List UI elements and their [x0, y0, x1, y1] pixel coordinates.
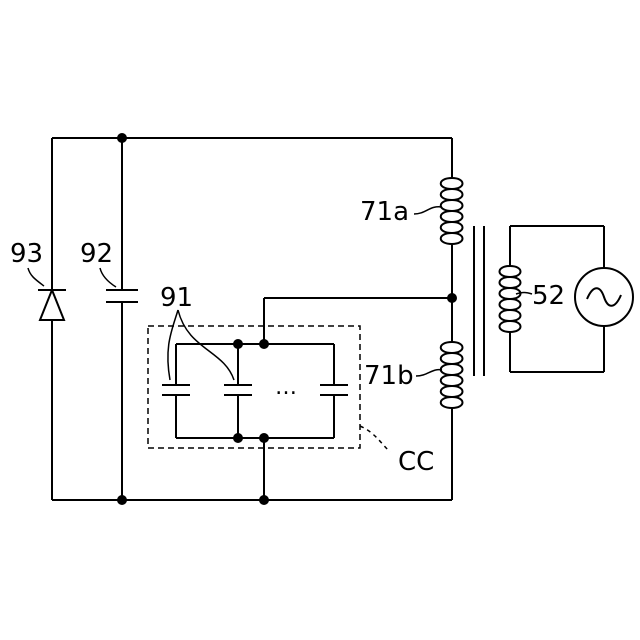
label-91: 91	[160, 283, 193, 313]
label-71a: 71a	[360, 197, 409, 227]
coil-71b	[441, 342, 463, 408]
transformer-core	[474, 226, 484, 376]
ac-source-icon	[575, 268, 633, 326]
bank-ellipsis: …	[275, 375, 297, 400]
diode-93	[38, 290, 66, 320]
bank-capacitor-1	[162, 344, 190, 438]
label-92: 92	[80, 239, 113, 269]
wiring	[52, 138, 452, 500]
coil-71a	[441, 178, 463, 244]
label-71b: 71b	[364, 361, 414, 391]
bank-capacitor-2	[224, 344, 252, 438]
bank-capacitor-n	[320, 344, 348, 438]
label-93: 93	[10, 239, 43, 269]
label-cc: CC	[398, 447, 434, 477]
capacitor-92	[106, 290, 138, 302]
coil-52	[500, 266, 521, 332]
label-52: 52	[532, 281, 565, 311]
capacitor-bank: …	[162, 344, 348, 438]
